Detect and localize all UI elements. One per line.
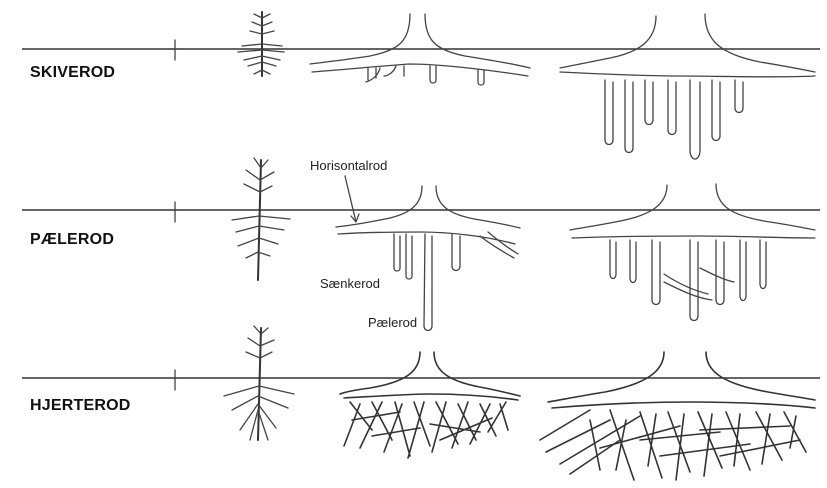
annotation-saenkerod: Sænkerod (320, 276, 380, 291)
seedling-hjerterod (170, 370, 180, 390)
annotation-paelerod: Pælerod (368, 315, 417, 330)
row-label-skiverod: SKIVEROD (30, 64, 115, 82)
row-hjerterod-drawing (22, 326, 820, 480)
row-paelerod-drawing (22, 158, 820, 331)
tree-roots-paelerod-large (570, 184, 815, 321)
tree-roots-paelerod-medium (336, 186, 520, 331)
annotation-pointer-horisontalrod (345, 176, 359, 222)
seedling-paelerod (170, 202, 180, 222)
row-skiverod-drawing (22, 12, 820, 159)
young-plant-skiverod (238, 12, 284, 76)
row-label-hjerterod: HJERTEROD (30, 397, 130, 415)
tree-roots-hjerterod-large (540, 352, 815, 480)
tree-roots-skiverod-large (560, 14, 815, 159)
annotation-horisontalrod: Horisontalrod (310, 158, 387, 173)
young-plant-hjerterod (224, 326, 294, 440)
young-plant-paelerod (232, 158, 290, 280)
seedling-skiverod (170, 40, 180, 60)
row-label-paelerod: PÆLEROD (30, 231, 114, 249)
tree-roots-hjerterod-medium (340, 352, 520, 458)
